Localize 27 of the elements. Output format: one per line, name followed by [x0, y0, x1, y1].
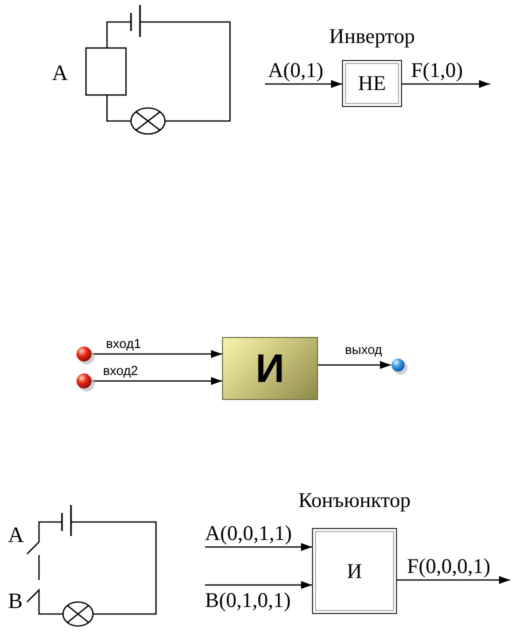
edge-label: B(0,1,0,1) [205, 590, 291, 611]
arrow [205, 543, 312, 551]
indicator-icon [391, 358, 409, 376]
indicator-icon [76, 346, 96, 366]
logic-gate: И [312, 528, 397, 614]
edge-label: A(0,0,1,1) [205, 523, 292, 544]
arrow [205, 581, 312, 589]
edge-label: выход [345, 343, 382, 356]
gate-title: Инвертор [329, 26, 415, 47]
arrow [92, 377, 222, 385]
component-label: A [52, 62, 68, 84]
edge-label: вход1 [106, 337, 142, 350]
logic-gate: НЕ [342, 60, 402, 107]
indicator-icon [76, 373, 96, 393]
component-label: B [8, 590, 23, 612]
edge-label: вход2 [103, 364, 138, 377]
arrow [397, 576, 510, 584]
component-label: A [8, 524, 24, 546]
edge-label: F(1,0) [411, 60, 463, 81]
edge-label: A(0,1) [268, 60, 324, 81]
logic-gate: И [222, 337, 318, 400]
edge-label: F(0,0,0,1) [407, 556, 490, 577]
arrow [265, 80, 342, 88]
gate-title: Конъюнктор [298, 490, 411, 511]
arrow [402, 80, 490, 88]
arrow [92, 350, 222, 358]
arrow [318, 361, 391, 369]
